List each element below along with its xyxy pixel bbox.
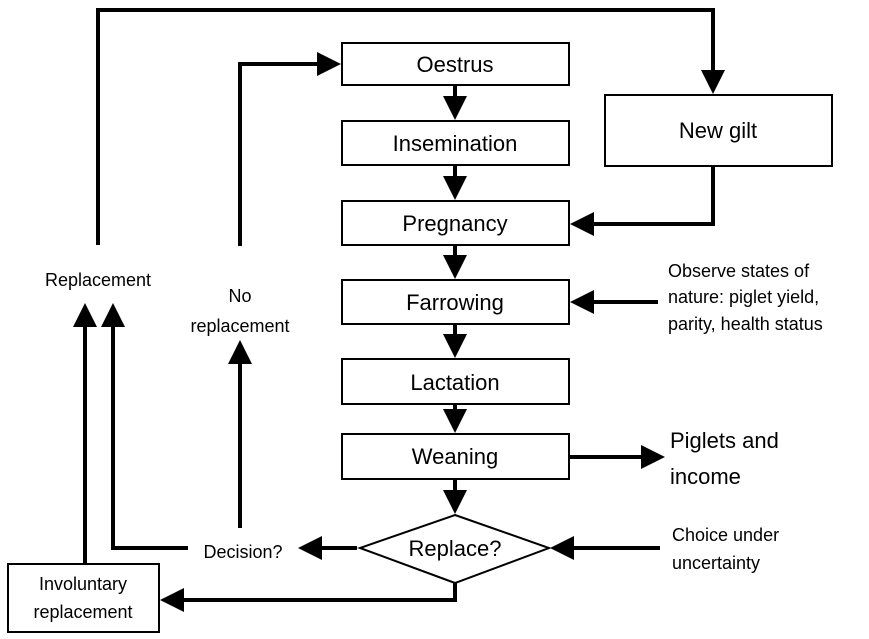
box-lactation: Lactation: [341, 358, 570, 405]
decision-diamond-label: Replace?: [409, 536, 502, 561]
replacement-label: Replacement: [45, 270, 151, 290]
choice-line-1: Choice under: [672, 525, 779, 545]
box-lactation-label: Lactation: [410, 370, 499, 395]
no-replacement-line-1: No: [228, 286, 251, 306]
box-farrowing-label: Farrowing: [406, 290, 504, 315]
box-pregnancy-label: Pregnancy: [402, 211, 507, 236]
involuntary-line-2: replacement: [33, 602, 132, 622]
box-insemination: Insemination: [341, 120, 570, 166]
box-involuntary-replacement: Involuntary replacement: [7, 563, 160, 633]
box-oestrus: Oestrus: [341, 42, 570, 86]
observe-line-2: nature: piglet yield,: [668, 287, 819, 307]
involuntary-line-1: Involuntary: [39, 574, 127, 594]
box-weaning-label: Weaning: [412, 444, 498, 469]
observe-line-3: parity, health status: [668, 314, 823, 334]
decision-diamond: Replace?: [357, 513, 552, 585]
box-insemination-label: Insemination: [393, 131, 518, 156]
arrow-replace-to-involuntary: [160, 583, 457, 612]
box-pregnancy: Pregnancy: [341, 200, 570, 246]
no-replacement-line-2: replacement: [190, 316, 289, 336]
decision-label: Decision?: [203, 542, 282, 562]
box-weaning: Weaning: [341, 433, 570, 480]
box-new-gilt: New gilt: [604, 94, 833, 167]
connectors: [73, 8, 725, 612]
box-oestrus-label: Oestrus: [416, 52, 493, 77]
piglets-line-2: income: [670, 464, 741, 489]
arrow-new-gilt-to-pregnancy: [570, 166, 715, 236]
box-farrowing: Farrowing: [341, 279, 570, 325]
arrow-replacement-to-new-gilt: [96, 8, 725, 245]
choice-line-2: uncertainty: [672, 553, 760, 573]
arrow-no-replacement-to-oestrus: [238, 52, 341, 246]
piglets-line-1: Piglets and: [670, 428, 779, 453]
arrow-decision-to-replacement: [101, 303, 188, 550]
box-new-gilt-label: New gilt: [679, 118, 757, 143]
observe-line-1: Observe states of: [668, 261, 810, 281]
